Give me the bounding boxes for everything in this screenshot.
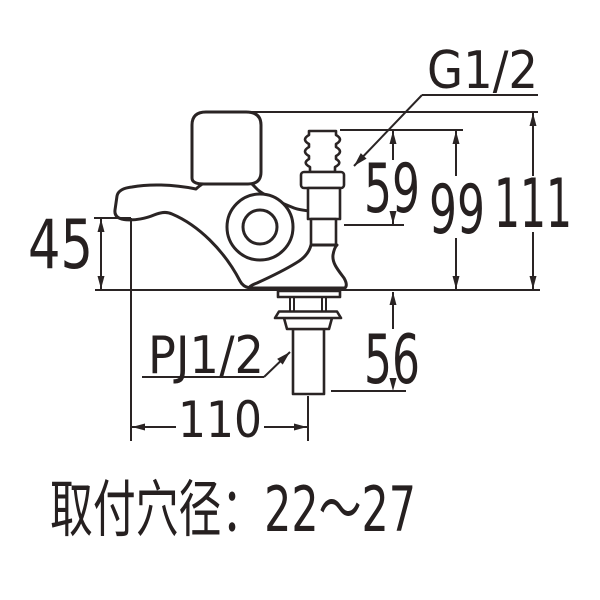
body-base-flare	[247, 243, 348, 290]
arrow-up-icon	[389, 292, 397, 305]
arrow-down-icon	[452, 276, 460, 289]
threaded-shank-lines	[289, 297, 327, 311]
dim-nipple-height-label: 59	[364, 150, 420, 229]
nipple-collar	[309, 217, 338, 248]
dimension-under-deck: 56	[364, 292, 420, 400]
arrow-down-icon	[389, 211, 397, 224]
dim-total-height-label: 111	[494, 165, 572, 244]
arrow-down-icon	[529, 276, 537, 289]
dimension-spout-reach: 110	[132, 391, 307, 449]
leader-line	[353, 94, 423, 167]
dimension-total-height: 111	[494, 113, 572, 289]
extension-lines	[94, 111, 538, 441]
mounting-hole-note: 取付穴径：22〜27	[50, 473, 416, 546]
dim-spout-height-label: 45	[28, 206, 93, 285]
hose-barb	[303, 129, 342, 174]
shank-collar	[282, 316, 334, 331]
arrow-right-icon	[294, 423, 307, 431]
dimension-nipple-height: 59	[364, 131, 420, 229]
handle	[190, 110, 263, 186]
dim-under-deck-label: 56	[364, 321, 420, 400]
inlet-thread-label: PJ1/2	[148, 326, 264, 386]
arrow-up-icon	[452, 131, 460, 144]
dim-body-height-label: 99	[429, 171, 485, 250]
arrow-up-icon	[389, 131, 397, 144]
outlet-thread-callout: G1/2	[353, 41, 538, 167]
arrow-up-icon	[529, 113, 537, 126]
leader-arrow-icon	[277, 352, 290, 365]
nipple-nut	[299, 170, 346, 190]
body-boss-inner-circle	[241, 208, 279, 246]
faucet-body	[113, 110, 348, 290]
mounting-shank	[273, 289, 343, 396]
arrow-left-icon	[132, 423, 145, 431]
base-washer-plate	[276, 289, 342, 299]
inlet-pipe	[291, 327, 326, 396]
arrow-down-icon	[389, 378, 397, 391]
arrow-down-icon	[97, 276, 105, 289]
dimension-body-height: 99	[429, 131, 485, 289]
inlet-thread-callout: PJ1/2	[142, 326, 291, 386]
arrow-up-icon	[97, 219, 105, 232]
leader-arrow-icon	[354, 153, 367, 166]
outlet-thread-label: G1/2	[427, 41, 538, 101]
nipple-cylinder	[306, 186, 342, 221]
dim-spout-reach-label: 110	[178, 391, 262, 449]
lock-nut-flange	[273, 310, 343, 320]
hose-nipple	[299, 129, 346, 248]
dimension-spout-height: 45	[28, 206, 105, 289]
